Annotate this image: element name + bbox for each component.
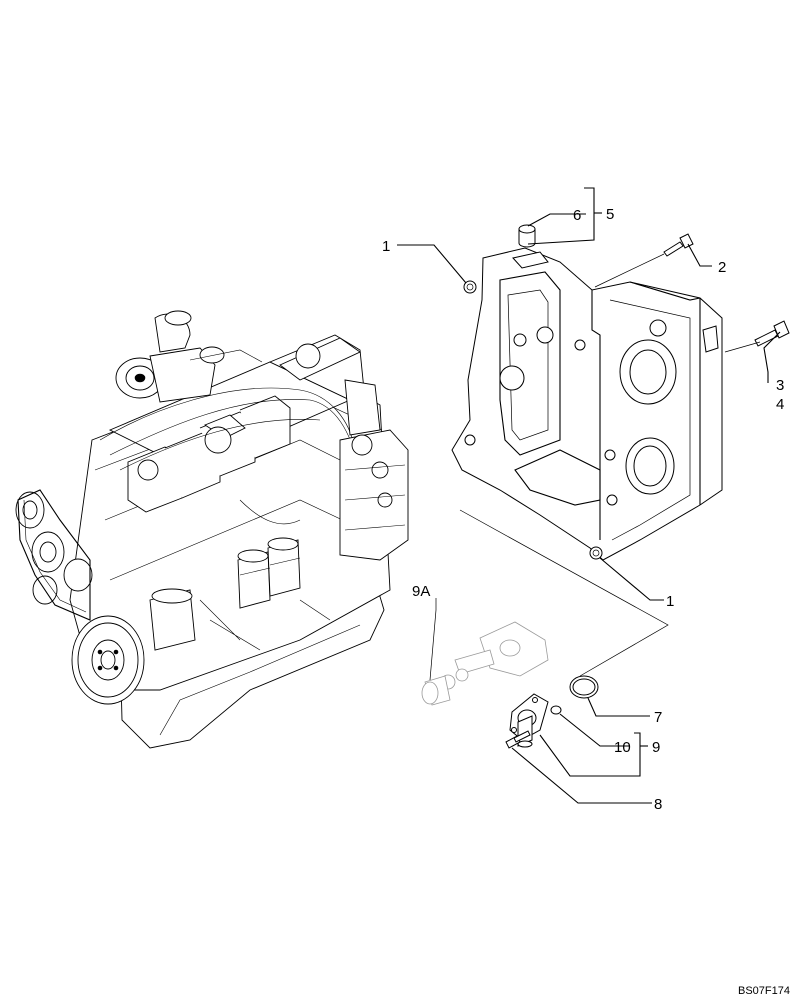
plug-part-1-top bbox=[463, 280, 477, 294]
fuel-filters bbox=[237, 537, 301, 609]
callout-2: 2 bbox=[718, 259, 726, 276]
callout-4: 4 bbox=[776, 396, 784, 413]
front-pulleys bbox=[15, 489, 145, 705]
callout-5: 5 bbox=[606, 206, 614, 223]
timing-gear-housing bbox=[451, 247, 723, 561]
plug-part-6 bbox=[518, 224, 536, 248]
callout-6: 6 bbox=[573, 207, 581, 224]
callout-1-bottom: 1 bbox=[666, 593, 674, 610]
callout-8: 8 bbox=[654, 796, 662, 813]
injection-pump bbox=[339, 379, 409, 561]
callout-9a: 9A bbox=[412, 583, 430, 600]
bolt-part-2 bbox=[663, 233, 694, 257]
seal-part-10 bbox=[550, 705, 562, 715]
turbocharger bbox=[115, 310, 263, 403]
assembly-9a-ghost bbox=[421, 621, 549, 706]
callout-7: 7 bbox=[654, 709, 662, 726]
callouts: 1 6 5 2 3 4 1 9A 7 10 9 8 bbox=[382, 206, 784, 813]
flange-cover-part-9 bbox=[509, 693, 549, 748]
leader-lines bbox=[397, 187, 781, 804]
document-code: BS07F174 bbox=[738, 985, 790, 997]
bolt-part-3-4 bbox=[754, 320, 790, 347]
engine-assembly bbox=[15, 310, 409, 749]
screw-part-8 bbox=[505, 730, 531, 749]
callout-10: 10 bbox=[614, 739, 631, 756]
callout-3: 3 bbox=[776, 377, 784, 394]
callout-1-top: 1 bbox=[382, 238, 390, 255]
o-ring-inner bbox=[572, 678, 596, 696]
callout-9: 9 bbox=[652, 739, 660, 756]
